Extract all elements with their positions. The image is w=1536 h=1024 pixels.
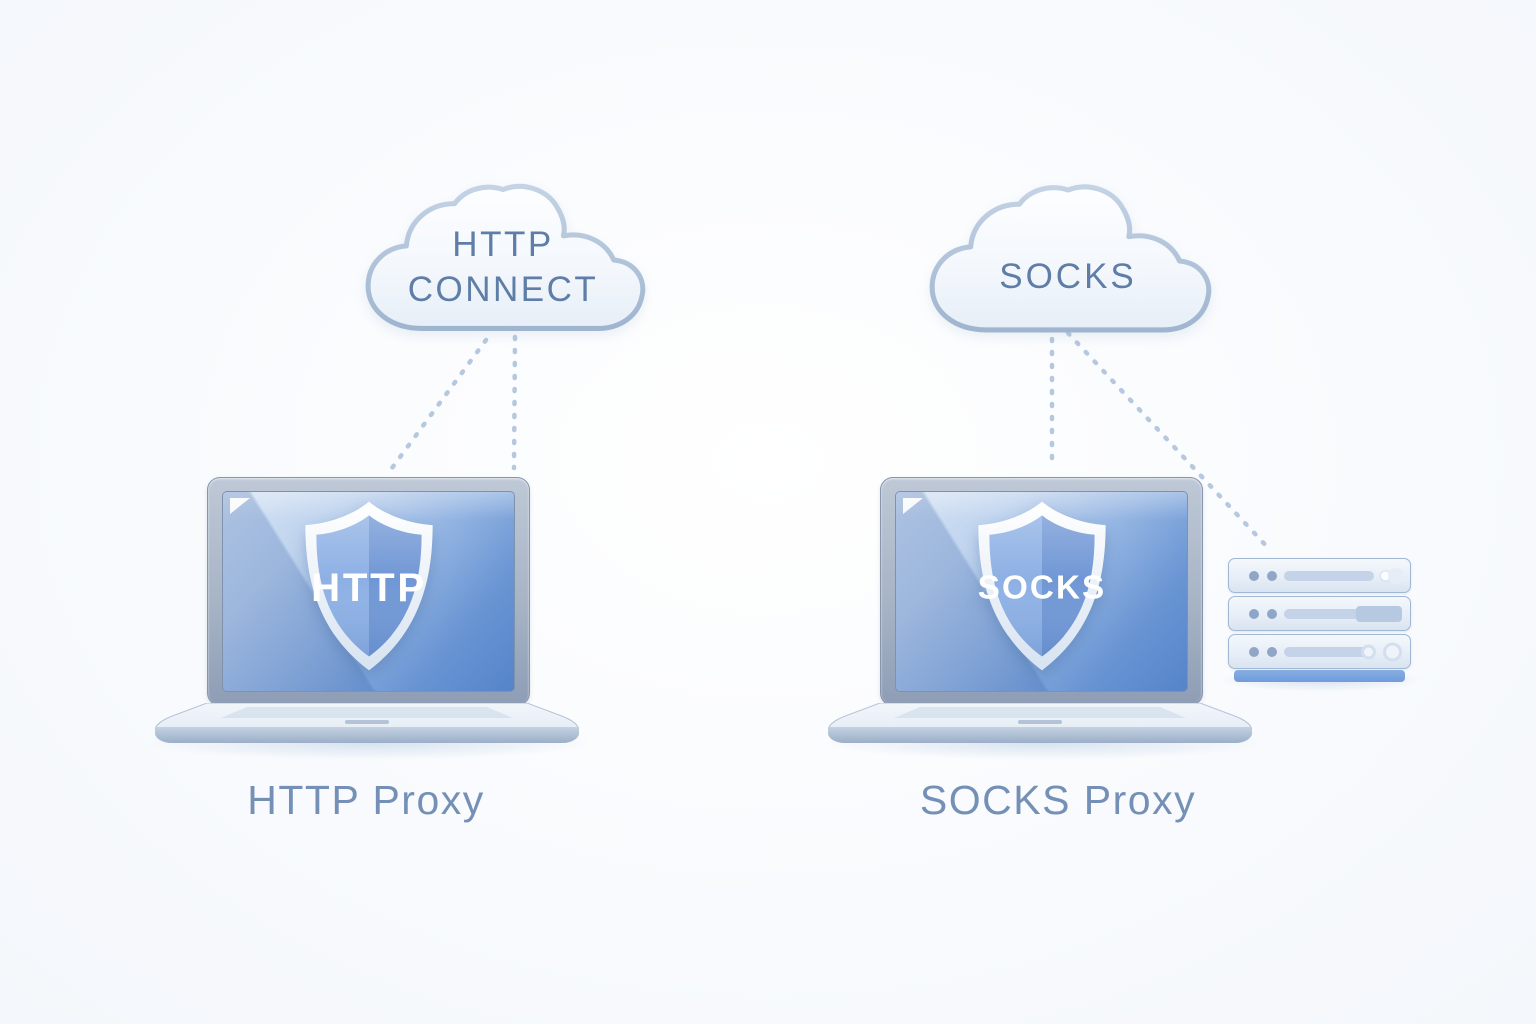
cloud-label: HTTP CONNECT xyxy=(352,222,654,312)
server-vent-bar xyxy=(1284,608,1374,619)
shield-label: SOCKS xyxy=(977,569,1105,606)
server-led-icon xyxy=(1249,608,1259,619)
shield-label: HTTP xyxy=(311,566,427,610)
cloud-label: SOCKS xyxy=(913,254,1223,299)
http-proxy-caption: HTTP Proxy xyxy=(247,777,485,823)
server-led-icon xyxy=(1267,608,1277,619)
server-led-icon xyxy=(1249,646,1259,657)
server-port-icon xyxy=(1361,644,1376,659)
socks-proxy-caption: SOCKS Proxy xyxy=(919,777,1197,823)
server-drive-bay xyxy=(1356,605,1402,622)
laptop-screen: HTTP xyxy=(222,491,515,692)
server-button-icon xyxy=(1388,567,1404,584)
server-unit xyxy=(1228,596,1411,631)
server-unit xyxy=(1228,634,1411,669)
http-connect-cloud: HTTP CONNECT xyxy=(352,186,654,335)
server-led-icon xyxy=(1267,646,1277,657)
cloud-label-line1: SOCKS xyxy=(999,257,1137,296)
cloud-label-line1: HTTP xyxy=(452,225,554,264)
server-vent-bar xyxy=(1284,570,1374,581)
server-stack-icon xyxy=(1228,558,1411,682)
server-unit xyxy=(1228,558,1411,593)
shield-icon: SOCKS xyxy=(959,495,1125,685)
cloud-label-line2: CONNECT xyxy=(407,270,599,309)
server-vent-bar xyxy=(1284,646,1374,657)
laptop-base xyxy=(155,703,579,743)
server-base-strip xyxy=(1234,670,1405,682)
shield-icon: HTTP xyxy=(286,495,452,685)
server-led-icon xyxy=(1267,570,1277,581)
laptop-lid: SOCKS xyxy=(880,477,1203,706)
dotted-line-http-right xyxy=(511,334,518,471)
laptop-screen: SOCKS xyxy=(895,491,1188,692)
laptop-base xyxy=(828,703,1252,743)
laptop-lid: HTTP xyxy=(207,477,530,706)
http-proxy-laptop: HTTP xyxy=(155,477,579,743)
server-port-icon xyxy=(1383,642,1402,661)
socks-cloud: SOCKS xyxy=(913,188,1223,335)
server-led-icon xyxy=(1381,571,1390,580)
dotted-line-http-left xyxy=(389,337,489,471)
socks-proxy-laptop: SOCKS xyxy=(828,477,1252,743)
server-led-icon xyxy=(1249,570,1259,581)
